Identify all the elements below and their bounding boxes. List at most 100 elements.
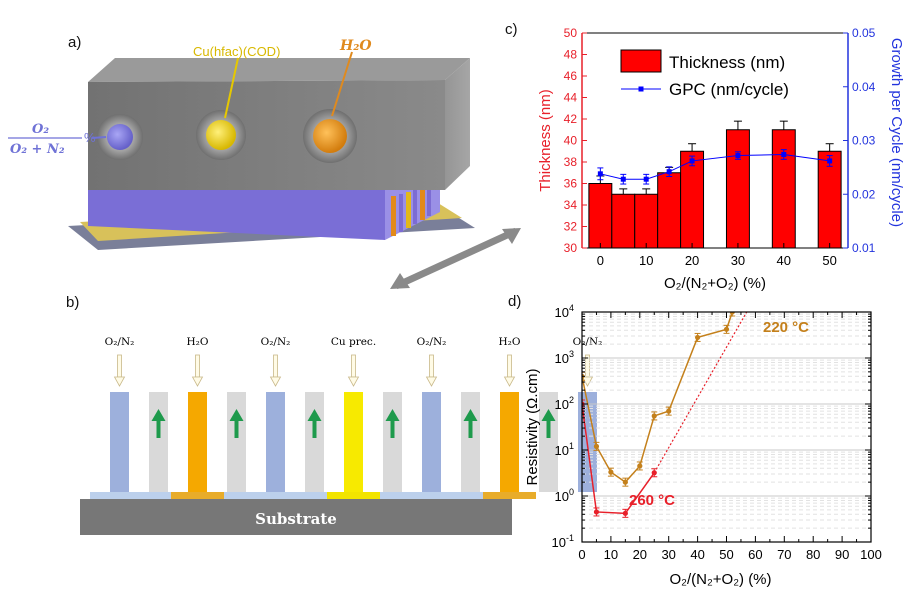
gas-label: Cu prec. <box>331 336 376 348</box>
y-tick-exponent: 2 <box>569 395 574 405</box>
callout-line-cu <box>224 57 239 119</box>
exhaust-arrow-shaft <box>390 420 395 438</box>
inlet-o2 <box>97 114 143 160</box>
y2-axis-label: Growth per Cycle (nm/cycle) <box>888 38 905 227</box>
substrate-label: Substrate <box>255 510 337 528</box>
channel-n <box>383 392 402 492</box>
callout-line-h2o <box>331 51 353 117</box>
y-tick-label: 32 <box>564 220 578 234</box>
y-tick-exponent: -1 <box>566 533 574 543</box>
x-tick-label: 10 <box>604 547 618 562</box>
inlet-arrow-shaft <box>507 354 512 378</box>
y-tick-label: 100 <box>555 487 574 504</box>
thickness-bar <box>634 193 659 249</box>
y2-tick-label: 0.04 <box>852 80 876 94</box>
series-220-point <box>622 479 628 485</box>
motion-arrow <box>390 227 521 290</box>
gpc-point <box>597 171 603 177</box>
thickness-bar <box>657 172 682 249</box>
panel-a-reactor-3d: a) <box>8 34 521 290</box>
exhaust-arrow-shaft <box>468 420 473 438</box>
exhaust-arrow-head <box>151 409 166 421</box>
series-260-point <box>622 510 628 516</box>
channel-h2o <box>500 392 519 492</box>
x-tick-label: 50 <box>719 547 733 562</box>
label-220: 220 °C <box>763 319 809 336</box>
legend-swatch-gpc-marker <box>638 86 644 92</box>
y-tick-mantissa: 10 <box>552 535 566 550</box>
exhaust-arrow-head <box>463 409 478 421</box>
channel-o2 <box>266 392 285 492</box>
series-260-point <box>651 470 657 476</box>
y-tick-label: 104 <box>555 303 574 320</box>
gas-label: O₂/N₂ <box>261 336 291 348</box>
inlet-arrow-head <box>347 376 360 387</box>
y-tick-exponent: 3 <box>569 349 574 359</box>
exhaust-arrow-shaft <box>312 420 317 438</box>
panel-c-thickness-gpc: c) 30323436384042444648500.010.020.030.0… <box>505 21 905 292</box>
series-260-point <box>593 509 600 515</box>
x-axis-label: O₂/(N₂+O₂) (%) <box>669 571 771 588</box>
series-220-line <box>582 312 733 484</box>
legend-label-gpc: GPC (nm/cycle) <box>669 80 789 99</box>
label-o2-percent: % <box>84 130 96 145</box>
series-220-point <box>608 469 614 475</box>
label-h2o: H₂O <box>339 38 372 54</box>
channel-o2 <box>110 392 129 492</box>
gpc-point <box>735 153 741 159</box>
channel-n <box>227 392 246 492</box>
y-tick-mantissa: 10 <box>555 489 569 504</box>
x-tick-label: 40 <box>690 547 704 562</box>
film-layer <box>90 492 500 499</box>
y-tick-label: 44 <box>564 91 578 105</box>
reactor-head-top <box>88 58 470 82</box>
deposit-h2o <box>171 492 224 499</box>
inlet-cu <box>196 110 246 160</box>
y2-tick-label: 0.01 <box>852 241 876 255</box>
deposit-h2o <box>483 492 536 499</box>
inlet-arrow-head <box>581 376 594 387</box>
x-tick-label: 70 <box>777 547 791 562</box>
gas-label: H₂O <box>187 336 209 348</box>
y-tick-exponent: 0 <box>569 487 574 497</box>
label-260: 260 °C <box>629 492 675 509</box>
y-axis-label: Resistivity (Ω.cm) <box>524 368 541 485</box>
y-tick-label: 34 <box>564 198 578 212</box>
x-tick-label: 0 <box>578 547 585 562</box>
x-tick-label: 10 <box>639 253 653 268</box>
label-o2-numerator: O₂ <box>32 122 49 137</box>
x-tick-label: 20 <box>685 253 699 268</box>
gpc-point <box>643 176 649 182</box>
y-tick-exponent: 1 <box>569 441 574 451</box>
inlet-arrow-shaft <box>429 354 434 378</box>
y-tick-label: 46 <box>564 69 578 83</box>
thickness-bar <box>725 129 750 249</box>
series-220-point <box>593 443 600 449</box>
chart-c: 30323436384042444648500.010.020.030.040.… <box>537 26 905 292</box>
x-tick-label: 50 <box>822 253 836 268</box>
channel-n <box>539 392 558 492</box>
thickness-bar <box>588 183 613 249</box>
y-tick-label: 102 <box>555 395 574 412</box>
channel-cu <box>344 392 363 492</box>
x-tick-label: 40 <box>777 253 791 268</box>
y2-tick-label: 0.02 <box>852 187 876 201</box>
y2-tick-label: 0.05 <box>852 26 876 40</box>
series-260-line <box>582 403 655 515</box>
y-tick-label: 30 <box>564 241 578 255</box>
channel-n <box>305 392 324 492</box>
x-tick-label: 30 <box>731 253 745 268</box>
x-tick-label: 0 <box>597 253 604 268</box>
channel-o2 <box>422 392 441 492</box>
x-tick-label: 20 <box>633 547 647 562</box>
y-tick-mantissa: 10 <box>555 443 569 458</box>
x-tick-label: 100 <box>860 547 882 562</box>
deposit-cu <box>327 492 380 499</box>
panel-a-label: a) <box>68 34 81 51</box>
gpc-point <box>781 151 787 157</box>
legend-label-thickness: Thickness (nm) <box>669 53 785 72</box>
